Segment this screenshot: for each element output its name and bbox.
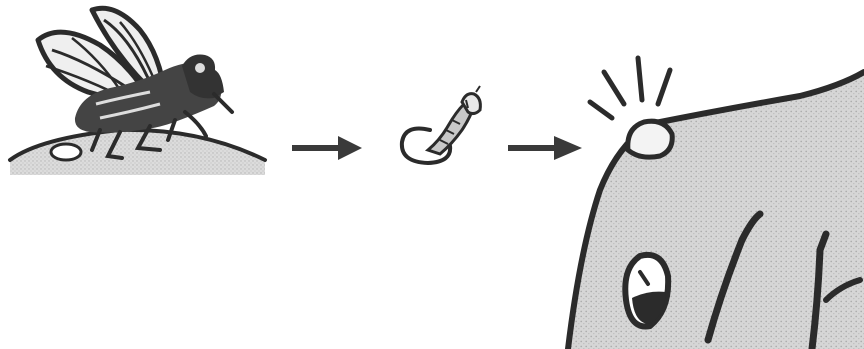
larva-egg-icon	[402, 86, 481, 163]
stage-fly-lays-egg	[10, 8, 265, 175]
egg-icon	[51, 144, 81, 160]
stage-larva-hatches	[402, 86, 481, 163]
skin-mound-left	[10, 130, 265, 175]
host-swelling-icon	[568, 58, 864, 349]
arrow-2	[508, 136, 582, 160]
arrow-1	[292, 136, 362, 160]
host-eye-icon	[625, 255, 668, 327]
stage-swelling-on-host	[568, 58, 864, 349]
